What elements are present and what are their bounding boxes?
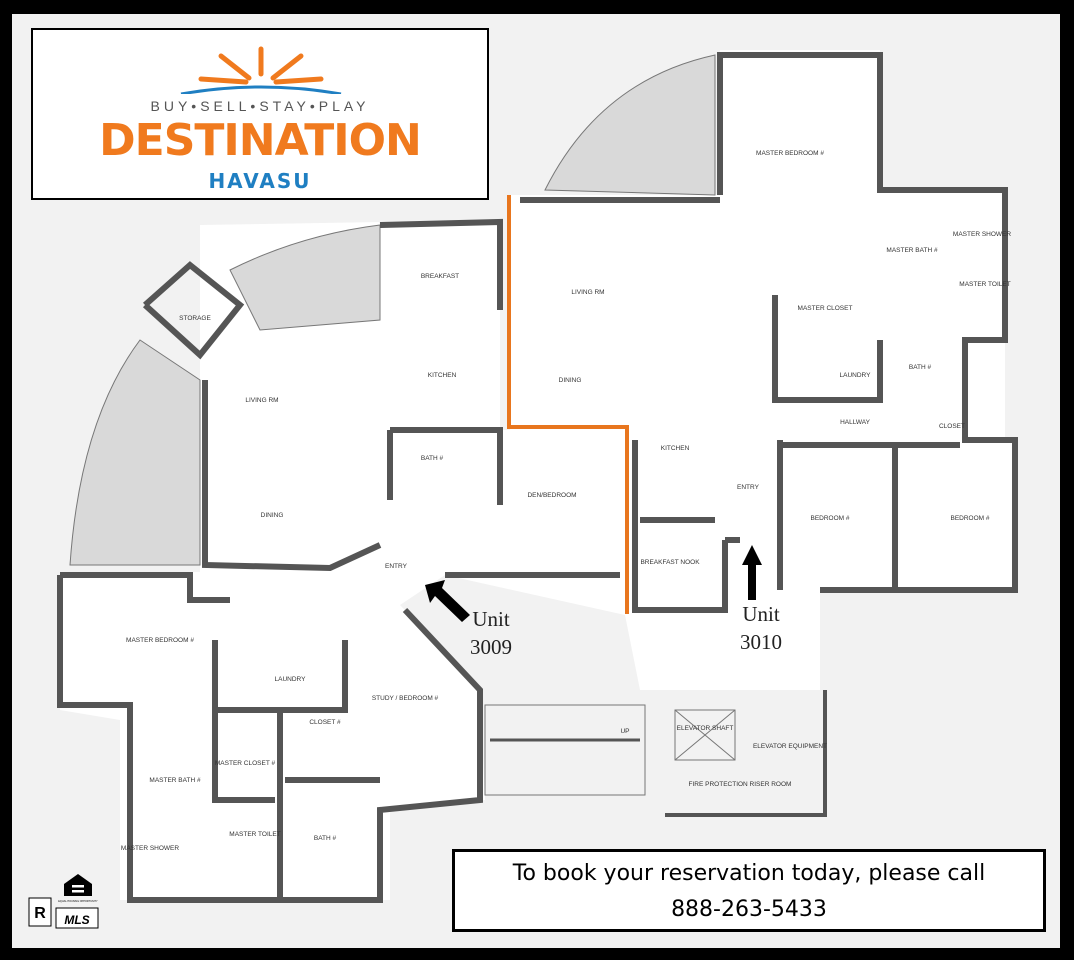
elevator-shaft xyxy=(674,709,736,761)
room-label: CLOSET # xyxy=(309,719,341,726)
balcony-3010 xyxy=(544,54,716,196)
room-label: BEDROOM # xyxy=(810,515,849,522)
wall xyxy=(632,440,728,613)
room-label: STORAGE xyxy=(179,315,211,322)
destination-havasu-logo: BUY•SELL•STAY•PLAY DESTINATION HAVASU xyxy=(31,28,489,200)
sun-icon xyxy=(180,46,342,94)
logo-tagline: BUY•SELL•STAY•PLAY xyxy=(150,98,370,114)
booking-text: To book your reservation today, please c… xyxy=(512,861,986,886)
unit-3009-label: Unit 3009 xyxy=(470,605,512,661)
room-label: FIRE PROTECTION RISER ROOM xyxy=(689,781,792,788)
wall xyxy=(202,380,382,572)
room-label: MASTER SHOWER xyxy=(953,231,1011,238)
logo-subname: HAVASU xyxy=(208,169,312,193)
room-label: MASTER BATH # xyxy=(149,777,201,784)
room-label: LAUNDRY xyxy=(840,372,872,379)
mls-icon xyxy=(55,907,99,929)
room-label: BATH # xyxy=(314,835,337,842)
elevator-cross xyxy=(674,709,736,761)
room-label: DINING xyxy=(559,377,582,384)
entry-arrow-3010 xyxy=(742,545,762,600)
room-label: MASTER SHOWER xyxy=(121,845,179,852)
unit-3010-label: Unit 3010 xyxy=(740,600,782,656)
unit-word: Unit xyxy=(742,602,780,626)
realtor-letter: R xyxy=(34,905,46,922)
room-label: MASTER CLOSET # xyxy=(215,760,276,767)
room-label: MASTER TOILET xyxy=(959,281,1010,288)
room-label: BREAKFAST NOOK xyxy=(640,559,700,566)
room-label: BREAKFAST xyxy=(421,273,459,280)
room-label: ENTRY xyxy=(385,563,408,570)
room-label: KITCHEN xyxy=(428,372,457,379)
room-label: BATH # xyxy=(421,455,444,462)
mls-text: MLS xyxy=(64,913,89,927)
booking-callout: To book your reservation today, please c… xyxy=(452,849,1046,932)
wall xyxy=(717,52,1018,593)
room-label: MASTER BEDROOM # xyxy=(126,637,194,644)
stairwell xyxy=(484,704,646,796)
room-label: DINING xyxy=(261,512,284,519)
room-label: CLOSET xyxy=(939,423,965,430)
room-label: KITCHEN xyxy=(661,445,690,452)
unit-word: Unit xyxy=(472,607,510,631)
realtor-icon xyxy=(28,897,52,927)
wall xyxy=(57,575,483,903)
wall xyxy=(772,295,883,403)
unit-number: 3009 xyxy=(470,635,512,659)
unit-number: 3010 xyxy=(740,630,782,654)
balcony-3009-west xyxy=(69,339,201,566)
room-label: ENTRY xyxy=(737,484,760,491)
room-label: ELEVATOR SHAFT xyxy=(677,725,734,732)
room-label: MASTER TOILET xyxy=(229,831,280,838)
room-label: BEDROOM # xyxy=(950,515,989,522)
wall xyxy=(212,710,275,803)
stair-up-label: UP xyxy=(620,728,629,735)
realtor-mls-badges: R EQUAL HOUSING OPPORTUNITY MLS xyxy=(28,874,99,929)
entry-arrow-3009 xyxy=(425,580,470,622)
wall xyxy=(390,427,503,505)
room-label: STUDY / BEDROOM # xyxy=(372,695,439,702)
room-label: LIVING RM xyxy=(571,289,604,296)
room-label: BATH # xyxy=(909,364,932,371)
logo-name: DESTINATION xyxy=(99,115,422,166)
unit-divider-line xyxy=(507,195,629,614)
room-label: MASTER CLOSET xyxy=(798,305,853,312)
room-label: DEN/BEDROOM xyxy=(527,492,576,499)
room-label: MASTER BEDROOM # xyxy=(756,150,824,157)
room-label: LIVING RM xyxy=(245,397,278,404)
wall xyxy=(142,261,245,360)
phone-number[interactable]: 888-263-5433 xyxy=(671,897,827,922)
room-label: ELEVATOR EQUIPMENT xyxy=(753,743,827,750)
equal-housing-text: EQUAL HOUSING OPPORTUNITY xyxy=(58,900,98,903)
room-label: HALLWAY xyxy=(840,419,871,426)
wall xyxy=(665,690,827,817)
wall xyxy=(379,218,503,310)
wall xyxy=(60,572,230,603)
room-label: LAUNDRY xyxy=(275,676,307,683)
room-label: MASTER BATH # xyxy=(886,247,938,254)
